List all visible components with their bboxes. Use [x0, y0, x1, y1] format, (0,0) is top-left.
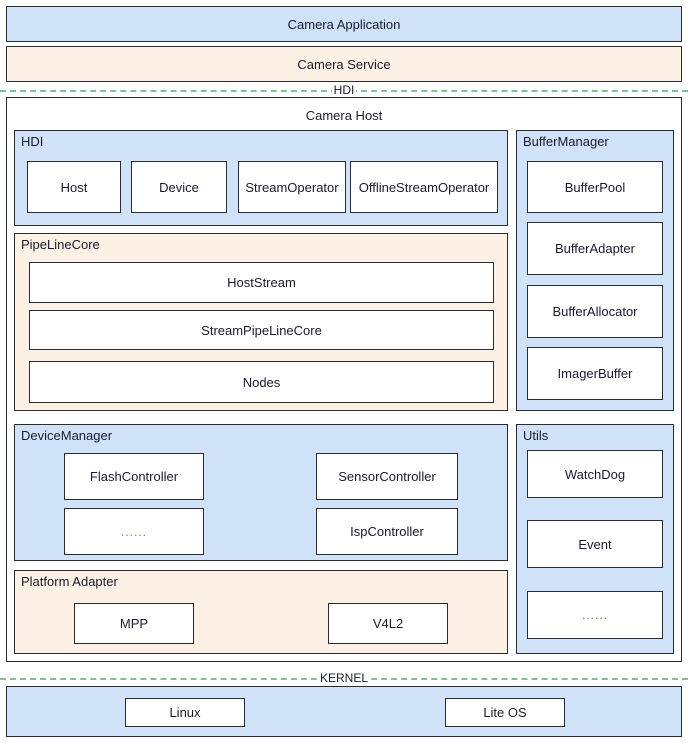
hdi-divider-text: HDI	[331, 83, 357, 97]
group-hdi-label: HDI	[21, 134, 44, 149]
node-flash-controller-label: FlashController	[89, 469, 179, 484]
layer-camera-service: Camera Service	[6, 46, 682, 82]
camera-host-title-wrap: Camera Host	[7, 107, 681, 125]
node-isp-controller-label: IspController	[350, 524, 424, 539]
node-lite-os-label: Lite OS	[483, 705, 527, 720]
camera-application-label: Camera Application	[287, 16, 401, 32]
node-host-label: Host	[60, 179, 88, 195]
node-device-manager-more[interactable]: ......	[64, 508, 204, 555]
group-platform-adapter-label: Platform Adapter	[21, 574, 118, 589]
node-utils-more[interactable]: ......	[527, 591, 663, 639]
node-buffer-allocator[interactable]: BufferAllocator	[527, 285, 663, 338]
node-host[interactable]: Host	[27, 161, 121, 213]
node-offline-stream-operator[interactable]: OfflineStreamOperator	[350, 161, 498, 213]
node-event-label: Event	[578, 536, 612, 552]
node-buffer-pool[interactable]: BufferPool	[527, 161, 663, 213]
node-stream-operator[interactable]: StreamOperator	[238, 161, 346, 213]
node-linux[interactable]: Linux	[125, 698, 245, 727]
node-event[interactable]: Event	[527, 520, 663, 568]
node-device-label: Device	[159, 179, 199, 195]
node-mpp-label: MPP	[119, 616, 149, 631]
node-imager-buffer-label: ImagerBuffer	[557, 366, 633, 381]
group-utils-label: Utils	[523, 428, 549, 443]
node-sensor-controller-label: SensorController	[338, 469, 436, 484]
node-offline-stream-operator-label: OfflineStreamOperator	[358, 179, 490, 195]
node-nodes[interactable]: Nodes	[29, 361, 494, 403]
node-stream-pipeline-core-label: StreamPipeLineCore	[201, 322, 322, 338]
node-utils-more-label: ......	[581, 608, 608, 622]
kernel-divider-text: KERNEL	[317, 671, 371, 685]
node-sensor-controller[interactable]: SensorController	[316, 453, 458, 500]
node-buffer-pool-label: BufferPool	[564, 179, 626, 195]
node-lite-os[interactable]: Lite OS	[445, 698, 565, 727]
camera-service-label: Camera Service	[297, 56, 391, 72]
group-buffer-manager-label: BufferManager	[523, 134, 609, 149]
node-v4l2-label: V4L2	[372, 616, 404, 631]
group-pipeline-core-label: PipeLineCore	[21, 237, 100, 252]
node-nodes-label: Nodes	[242, 374, 281, 390]
kernel-divider-label: KERNEL	[0, 671, 688, 685]
layer-kernel	[6, 686, 682, 737]
node-isp-controller[interactable]: IspController	[316, 508, 458, 555]
node-buffer-allocator-label: BufferAllocator	[552, 304, 638, 319]
node-device-manager-more-label: ......	[120, 524, 147, 539]
node-flash-controller[interactable]: FlashController	[64, 453, 204, 500]
node-buffer-adapter[interactable]: BufferAdapter	[527, 222, 663, 275]
node-watchdog-label: WatchDog	[564, 466, 626, 482]
node-mpp[interactable]: MPP	[74, 603, 194, 644]
node-imager-buffer[interactable]: ImagerBuffer	[527, 347, 663, 400]
node-linux-label: Linux	[169, 705, 201, 720]
node-watchdog[interactable]: WatchDog	[527, 450, 663, 498]
node-device[interactable]: Device	[131, 161, 227, 213]
group-device-manager-label: DeviceManager	[21, 428, 113, 443]
hdi-divider-label: HDI	[0, 83, 688, 97]
node-host-stream[interactable]: HostStream	[29, 262, 494, 303]
node-stream-operator-label: StreamOperator	[245, 179, 339, 195]
camera-host-label: Camera Host	[305, 108, 383, 123]
node-host-stream-label: HostStream	[227, 275, 296, 290]
node-buffer-adapter-label: BufferAdapter	[555, 241, 635, 256]
node-v4l2[interactable]: V4L2	[328, 603, 448, 644]
node-stream-pipeline-core[interactable]: StreamPipeLineCore	[29, 310, 494, 350]
layer-camera-application: Camera Application	[6, 6, 682, 42]
